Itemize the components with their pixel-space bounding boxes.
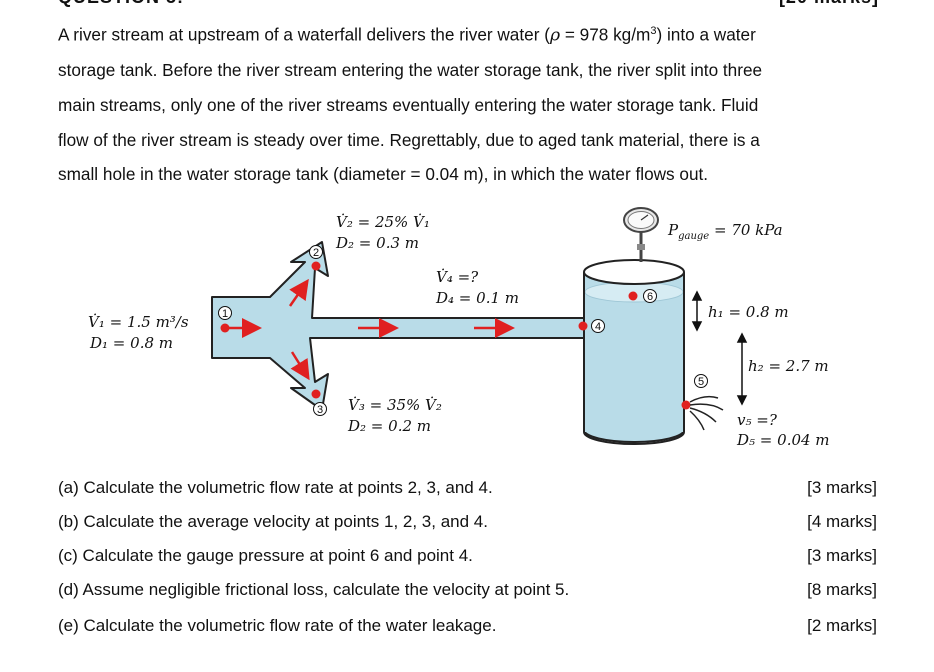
point-4-dot [578,321,588,331]
problem-line-2: storage tank. Before the river stream en… [58,60,763,81]
d4-label: D₄ = 0.1 m [435,289,519,307]
question-c: (c) Calculate the gauge pressure at poin… [58,546,473,565]
v3-label: V̇₃ = 35% V̇₂ [348,396,442,414]
problem-line-3: main streams, only one of the river stre… [58,94,759,115]
v5-label: v₅ =? [737,411,778,429]
point-6-dot [628,291,638,301]
pipe-network [211,241,585,411]
marks-b: [4 marks] [807,512,877,531]
d3-label: D₂ = 0.2 m [347,417,431,435]
tank-water [585,292,683,432]
d5-label: D₅ = 0.04 m [736,431,830,449]
v1-label: V̇₁ = 1.5 m³/s [88,313,189,331]
problem-statement: A river stream at upstream of a waterfal… [58,14,898,192]
svg-text:2: 2 [313,247,319,259]
d2-label: D₂ = 0.3 m [335,234,419,252]
h2-dimension-arrow [736,332,748,406]
point-2-dot [311,261,321,271]
question-e: (e) Calculate the volumetric flow rate o… [58,616,497,635]
pgauge-label: Pgauge = 70 kPa [667,221,783,242]
marks-a: [3 marks] [807,478,877,497]
problem-line-1: A river stream at upstream of a waterfal… [58,24,756,46]
h1-dimension-arrow [691,290,703,332]
problem-line-4: flow of the river stream is steady over … [58,129,760,150]
point-3-dot [311,389,321,399]
marks-e: [2 marks] [807,616,877,635]
question-b: (b) Calculate the average velocity at po… [58,512,488,531]
flow-arrow-3 [290,351,310,381]
svg-text:6: 6 [647,291,653,303]
pressure-gauge-icon [623,207,659,262]
d1-label: D₁ = 0.8 m [89,334,173,352]
marks-c: [3 marks] [807,546,877,565]
point-5-dot [681,400,691,410]
leak-spray-icon [689,395,724,431]
point-labels: 1 2 3 4 5 6 [218,245,708,416]
question-header: QUESTION 5: [20 marks] [0,0,934,8]
question-number: QUESTION 5: [58,0,184,8]
marks-d: [8 marks] [807,580,877,599]
flow-arrow-2 [288,278,309,307]
v4-label: V̇₄ =? [436,268,479,286]
question-a: (a) Calculate the volumetric flow rate a… [58,478,493,497]
total-marks: [20 marks] [779,0,879,8]
svg-text:4: 4 [595,321,601,333]
svg-text:3: 3 [317,404,323,416]
svg-text:1: 1 [222,308,228,320]
v2-label: V̇₂ = 25% V̇₁ [336,213,430,231]
point-1-dot [220,323,230,333]
h2-label: h₂ = 2.7 m [748,357,829,375]
tank-top [583,259,685,285]
question-d: (d) Assume negligible frictional loss, c… [58,580,570,599]
h1-label: h₁ = 0.8 m [708,303,789,321]
svg-text:5: 5 [698,376,704,388]
rho-symbol: ρ [549,25,561,46]
problem-line-5: small hole in the water storage tank (di… [58,164,709,185]
